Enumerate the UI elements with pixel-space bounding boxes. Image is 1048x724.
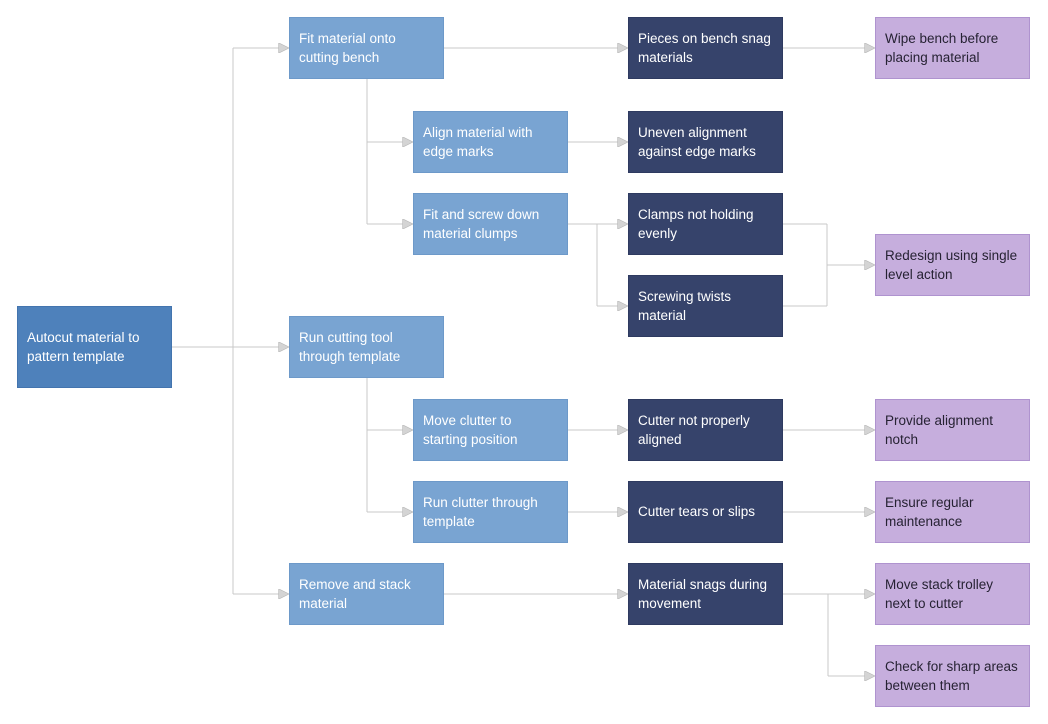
node-label: Fit and screw down material clumps	[423, 206, 540, 241]
node-label: Cutter not properly aligned	[638, 412, 750, 447]
node-label: Check for sharp areas between them	[885, 658, 1018, 693]
node-f7-failure-box[interactable]: Material snags during movement	[628, 563, 783, 625]
node-p1-process-box[interactable]: Fit material onto cutting bench	[289, 17, 444, 79]
node-f2-failure-box[interactable]: Uneven alignment against edge marks	[628, 111, 783, 173]
node-label: Move clutter to starting position	[423, 412, 518, 447]
node-f4-failure-box[interactable]: Screwing twists material	[628, 275, 783, 337]
node-label: Align material with edge marks	[423, 124, 533, 159]
node-label: Autocut material to pattern template	[27, 329, 140, 364]
node-label: Clamps not holding evenly	[638, 206, 754, 241]
node-s1-process-box[interactable]: Align material with edge marks	[413, 111, 568, 173]
node-a2-action-box[interactable]: Redesign using single level action	[875, 234, 1030, 296]
node-s2-process-box[interactable]: Fit and screw down material clumps	[413, 193, 568, 255]
node-label: Move stack trolley next to cutter	[885, 576, 994, 611]
node-label: Run clutter through template	[423, 494, 538, 529]
node-f6-failure-box[interactable]: Cutter tears or slips	[628, 481, 783, 543]
node-label: Screwing twists material	[638, 288, 732, 323]
node-f3-failure-box[interactable]: Clamps not holding evenly	[628, 193, 783, 255]
node-f1-failure-box[interactable]: Pieces on bench snag materials	[628, 17, 783, 79]
node-a3-action-box[interactable]: Provide alignment notch	[875, 399, 1030, 461]
node-label: Uneven alignment against edge marks	[638, 124, 756, 159]
node-a1-action-box[interactable]: Wipe bench before placing material	[875, 17, 1030, 79]
node-s3-process-box[interactable]: Move clutter to starting position	[413, 399, 568, 461]
node-label: Wipe bench before placing material	[885, 30, 999, 65]
node-label: Pieces on bench snag materials	[638, 30, 771, 65]
node-s4-process-box[interactable]: Run clutter through template	[413, 481, 568, 543]
node-a6-action-box[interactable]: Check for sharp areas between them	[875, 645, 1030, 707]
node-label: Run cutting tool through template	[299, 329, 401, 364]
node-f5-failure-box[interactable]: Cutter not properly aligned	[628, 399, 783, 461]
node-root-root-box[interactable]: Autocut material to pattern template	[17, 306, 172, 388]
node-label: Cutter tears or slips	[638, 504, 756, 520]
node-p3-process-box[interactable]: Remove and stack material	[289, 563, 444, 625]
node-a4-action-box[interactable]: Ensure regular maintenance	[875, 481, 1030, 543]
node-p2-process-box[interactable]: Run cutting tool through template	[289, 316, 444, 378]
node-label: Provide alignment notch	[885, 412, 994, 447]
node-label: Fit material onto cutting bench	[299, 30, 396, 65]
node-label: Material snags during movement	[638, 576, 768, 611]
node-label: Ensure regular maintenance	[885, 494, 974, 529]
node-label: Remove and stack material	[299, 576, 411, 611]
node-a5-action-box[interactable]: Move stack trolley next to cutter	[875, 563, 1030, 625]
node-label: Redesign using single level action	[885, 247, 1018, 282]
